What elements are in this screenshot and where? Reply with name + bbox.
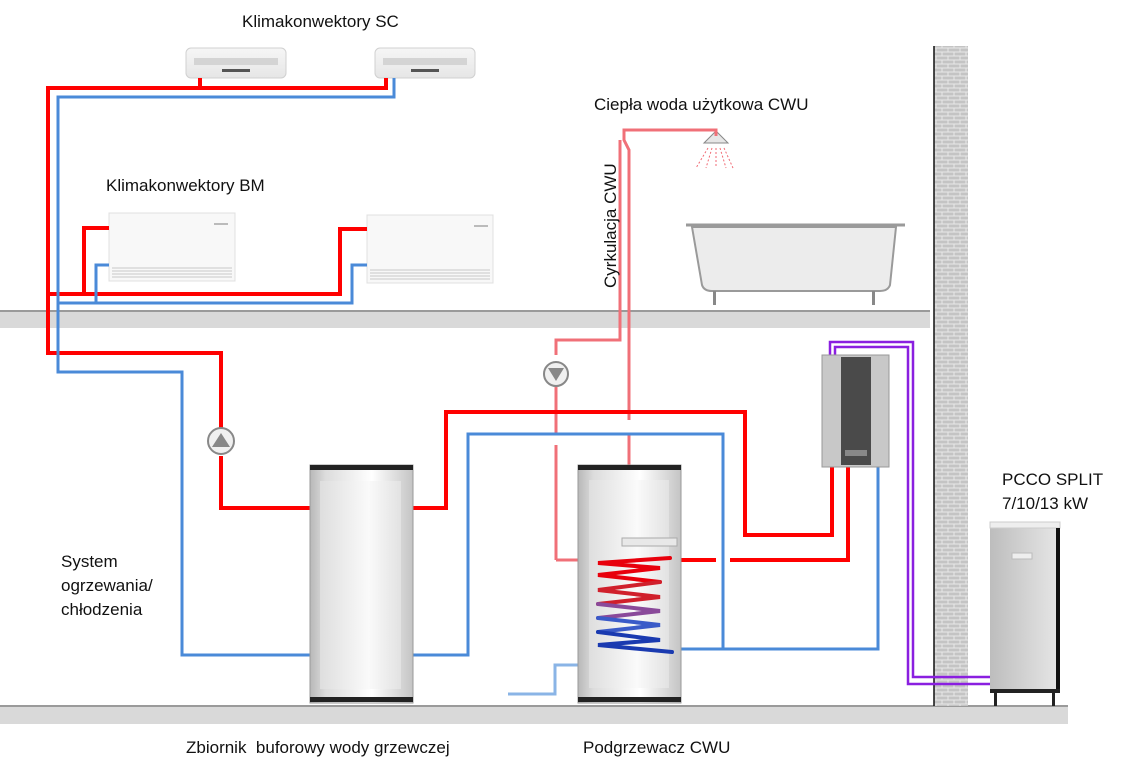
bathtub	[686, 223, 905, 305]
fan-coil-sc-1	[185, 47, 287, 79]
label-system-1: System	[61, 552, 118, 571]
label-system-2: ogrzewania/	[61, 576, 153, 595]
fan-coil-bm-1	[108, 212, 236, 282]
outdoor-heat-pump	[989, 521, 1061, 706]
label-heat-pump-2: 7/10/13 kW	[1002, 494, 1088, 513]
indoor-hydro-unit	[821, 354, 890, 468]
return-pipes	[56, 78, 880, 657]
label-heat-pump-1: PCCO SPLIT	[1002, 470, 1104, 489]
label-sc-units: Klimakonwektory SC	[242, 12, 399, 31]
refrigerant-pipes	[828, 340, 990, 686]
label-circulation: Cyrkulacja CWU	[601, 163, 620, 288]
shower-head	[695, 130, 734, 169]
label-dhw-heater: Podgrzewacz CWU	[583, 738, 731, 757]
dhw-cylinder	[577, 464, 682, 704]
supply-pipes	[46, 78, 850, 562]
heating-pump	[207, 427, 235, 455]
dhw-pipes	[554, 128, 718, 562]
label-buffer-tank: Zbiornik buforowy wody grzewczej	[186, 738, 450, 757]
label-bm-units: Klimakonwektory BM	[106, 176, 265, 195]
label-system-3: chłodzenia	[61, 600, 143, 619]
brick-wall	[933, 46, 968, 706]
ground-floor	[0, 705, 1068, 724]
fan-coil-sc-2	[374, 47, 476, 79]
circulation-pump	[543, 361, 569, 387]
buffer-tank	[309, 464, 414, 704]
upper-floor	[0, 310, 930, 328]
fan-coil-bm-2	[366, 214, 494, 284]
cold-water-pipe	[508, 663, 578, 696]
label-dhw: Ciepła woda użytkowa CWU	[594, 95, 809, 114]
